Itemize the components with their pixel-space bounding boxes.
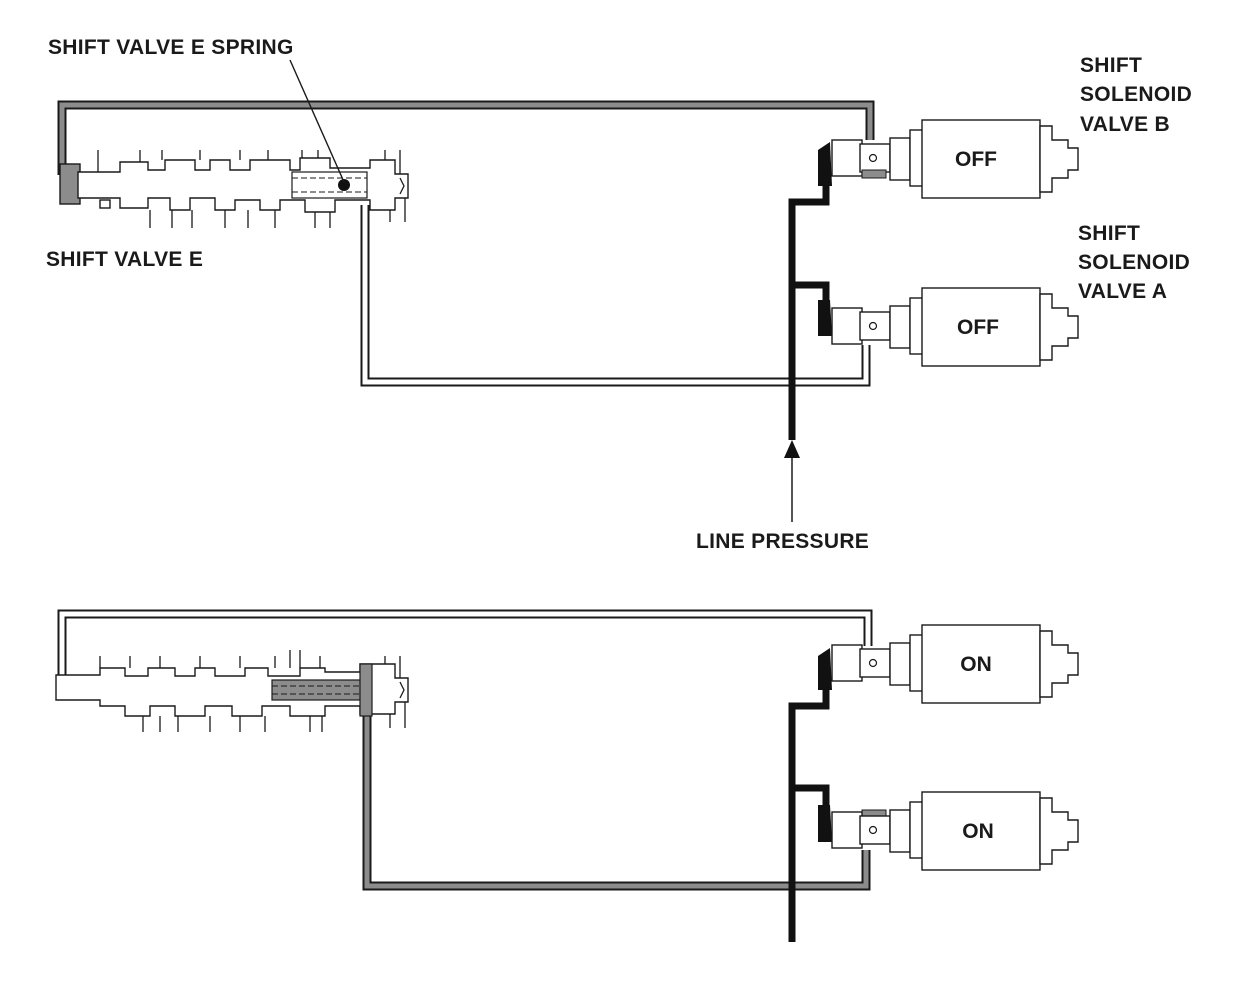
bottom-solenoid-valve-b — [831, 624, 1079, 704]
shift-valve-label: SHIFT VALVE E — [46, 248, 203, 271]
bottom-circuit — [55, 609, 1079, 942]
bottom-solenoid-valve-a — [831, 791, 1079, 871]
bottom-solenoid-a-state: ON — [962, 820, 994, 843]
spring-leader-line — [289, 59, 345, 183]
top-solenoid-valve-a — [831, 287, 1079, 367]
bottom-shift-valve-e — [55, 650, 409, 732]
line-pressure-label: LINE PRESSURE — [696, 530, 869, 553]
solenoid-a-label-line3: VALVE A — [1078, 280, 1167, 303]
bottom-line-pressure-passage — [788, 690, 830, 942]
top-line-pressure-passage — [788, 185, 830, 440]
solenoid-b-label-line2: SOLENOID — [1080, 83, 1192, 106]
solenoid-b-label-line1: SHIFT — [1080, 54, 1142, 77]
top-solenoid-a-state: OFF — [957, 316, 999, 339]
bottom-solenoid-b-state: ON — [960, 653, 992, 676]
solenoid-a-label-line1: SHIFT — [1078, 222, 1140, 245]
solenoid-b-label-line3: VALVE B — [1080, 113, 1170, 136]
solenoid-a-label-line2: SOLENOID — [1078, 251, 1190, 274]
top-spring-marker — [338, 179, 350, 191]
top-circuit — [57, 59, 1079, 522]
top-shift-valve-e — [59, 150, 409, 228]
spring-label: SHIFT VALVE E SPRING — [48, 36, 294, 59]
line-pressure-arrow-head — [784, 440, 800, 458]
top-solenoid-valve-b — [831, 119, 1079, 199]
top-solenoid-b-state: OFF — [955, 148, 997, 171]
bottom-signal-passage-b — [57, 609, 873, 680]
